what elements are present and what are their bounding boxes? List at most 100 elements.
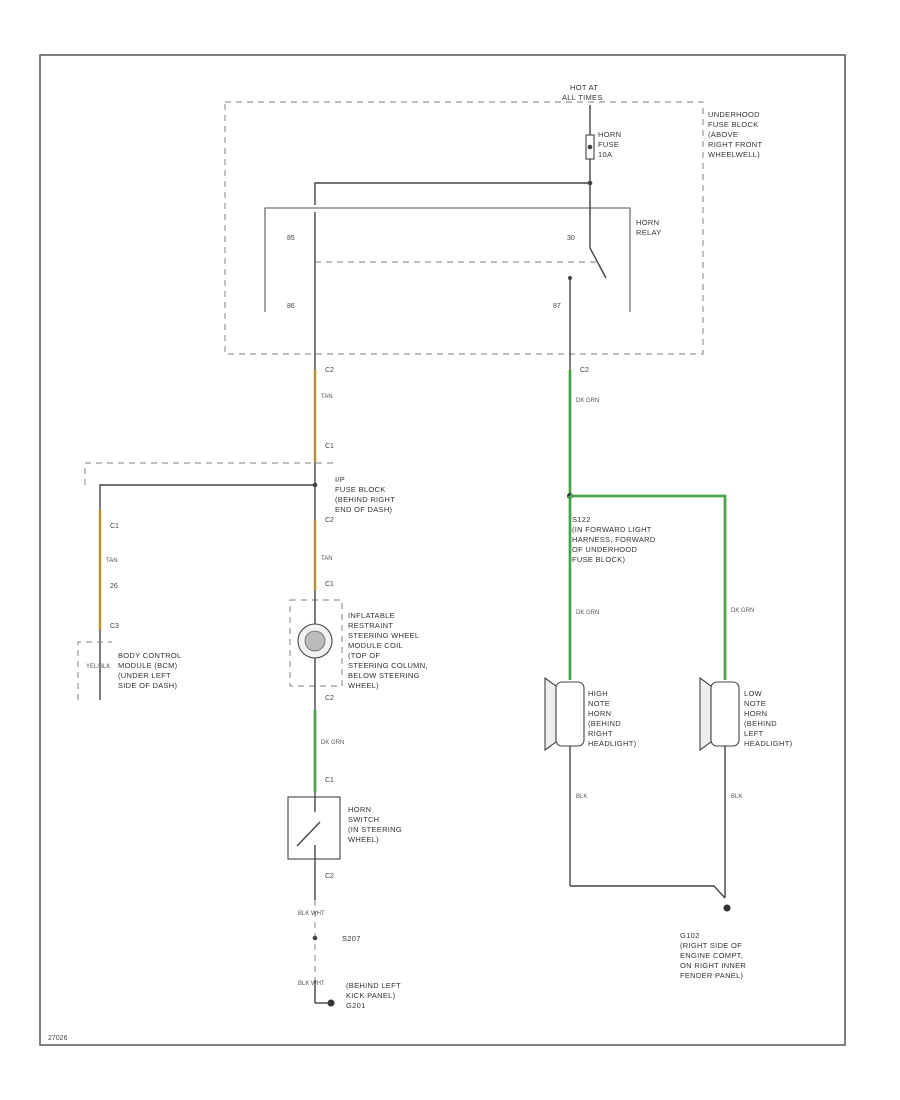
svg-text:RESTRAINT: RESTRAINT — [348, 621, 393, 630]
svg-text:INFLATABLE: INFLATABLE — [348, 611, 395, 620]
svg-text:(BEHIND LEFT: (BEHIND LEFT — [346, 981, 401, 990]
bcm-connector-c3: C3 — [110, 623, 119, 630]
svg-text:RIGHT FRONT: RIGHT FRONT — [708, 140, 763, 149]
svg-text:HORN: HORN — [348, 805, 371, 814]
svg-text:ENGINE COMPT,: ENGINE COMPT, — [680, 951, 743, 960]
svg-text:HORN: HORN — [636, 218, 659, 227]
horn-switch-contact — [296, 821, 321, 847]
g102-ground-wire — [570, 885, 726, 899]
clockspring-core — [304, 630, 326, 652]
relay-85-feed-wire — [314, 182, 590, 205]
svg-text:ON RIGHT INNER: ON RIGHT INNER — [680, 961, 746, 970]
relay-pin-30: 30 — [567, 235, 575, 242]
relay-pin-86: 86 — [287, 303, 295, 310]
high-note-horn-label: HIGH NOTE HORN (BEHIND RIGHT HEADLIGHT) — [588, 689, 637, 748]
svg-text:(BEHIND: (BEHIND — [744, 719, 777, 728]
wire-label-ylw-blk: YEL/BLK — [86, 664, 110, 670]
dk-grn-wire-low-horn-core — [570, 495, 726, 680]
svg-text:(TOP OF: (TOP OF — [348, 651, 380, 660]
bcm-pin-26: 26 — [110, 583, 118, 590]
switch-connector-c2: C2 — [325, 873, 334, 880]
ip-fuse-block-boundary — [84, 462, 338, 485]
svg-text:WHEEL): WHEEL) — [348, 681, 379, 690]
body-control-module-label: BODY CONTROL MODULE (BCM) (UNDER LEFT SI… — [118, 651, 181, 690]
horn-fuse-label: HORN FUSE 10A — [598, 130, 621, 159]
underhood-fuse-block-label: UNDERHOOD FUSE BLOCK (ABOVE RIGHT FRONT … — [708, 110, 763, 159]
wire-label-blk-wht-1: BLK WHT — [298, 911, 325, 917]
svg-text:LOW: LOW — [744, 689, 763, 698]
svg-text:(BEHIND: (BEHIND — [588, 719, 621, 728]
svg-text:(RIGHT SIDE OF: (RIGHT SIDE OF — [680, 941, 742, 950]
svg-text:STEERING COLUMN,: STEERING COLUMN, — [348, 661, 428, 670]
svg-text:HARNESS, FORWARD: HARNESS, FORWARD — [572, 535, 656, 544]
relay-switch-contact — [589, 247, 607, 279]
svg-text:HORN: HORN — [744, 709, 767, 718]
svg-text:G102: G102 — [680, 931, 700, 940]
svg-text:HIGH: HIGH — [588, 689, 608, 698]
svg-text:OF UNDERHOOD: OF UNDERHOOD — [572, 545, 638, 554]
low-note-horn-body — [710, 681, 740, 747]
svg-text:HORN: HORN — [598, 130, 621, 139]
connector-c2-left: C2 — [325, 367, 334, 374]
inflatable-restraint-boundary — [289, 599, 343, 687]
coil-connector-c1: C1 — [325, 581, 334, 588]
svg-text:SWITCH: SWITCH — [348, 815, 379, 824]
svg-text:I/P: I/P — [335, 475, 345, 484]
diagram-frame — [39, 54, 846, 1046]
connector-c2-right: C2 — [580, 367, 589, 374]
svg-text:WHEELWELL): WHEELWELL) — [708, 150, 760, 159]
svg-text:RIGHT: RIGHT — [588, 729, 613, 738]
svg-text:END OF DASH): END OF DASH) — [335, 505, 393, 514]
diagram-code: 27026 — [48, 1035, 68, 1042]
svg-text:SIDE OF DASH): SIDE OF DASH) — [118, 681, 178, 690]
svg-text:FUSE BLOCK: FUSE BLOCK — [708, 120, 759, 129]
svg-text:FUSE BLOCK: FUSE BLOCK — [335, 485, 386, 494]
svg-text:BODY CONTROL: BODY CONTROL — [118, 651, 181, 660]
svg-text:HEADLIGHT): HEADLIGHT) — [588, 739, 637, 748]
svg-text:ALL TIMES: ALL TIMES — [562, 93, 603, 102]
relay-pin-85: 85 — [287, 235, 295, 242]
high-note-horn-body — [555, 681, 585, 747]
ip-connector-c2: C2 — [325, 517, 334, 524]
svg-text:WHEEL): WHEEL) — [348, 835, 379, 844]
low-note-horn-label: LOW NOTE HORN (BEHIND LEFT HEADLIGHT) — [744, 689, 792, 748]
underhood-fuse-block-boundary — [224, 101, 704, 355]
dk-grn-wire-low-horn — [570, 494, 727, 680]
wire-label-dkgrn-1: DK GRN — [576, 398, 599, 404]
svg-text:(IN FORWARD LIGHT: (IN FORWARD LIGHT — [572, 525, 652, 534]
g102-ground-icon — [723, 904, 731, 912]
svg-text:LEFT: LEFT — [744, 729, 764, 738]
svg-text:MODULE COIL: MODULE COIL — [348, 641, 403, 650]
splice-s207-label: S207 — [342, 934, 361, 943]
horn-fuse-node — [587, 144, 593, 150]
svg-text:KICK PANEL): KICK PANEL) — [346, 991, 396, 1000]
wire-label-tan-2: TAN — [321, 556, 333, 562]
switch-connector-c1: C1 — [325, 777, 334, 784]
s207-splice-dot — [312, 935, 318, 941]
svg-text:FENDER PANEL): FENDER PANEL) — [680, 971, 744, 980]
ip-fuse-block-label: I/P FUSE BLOCK (BEHIND RIGHT END OF DASH… — [335, 475, 395, 514]
wire-label-dkgrn-4: DK GRN — [321, 740, 344, 746]
svg-text:RELAY: RELAY — [636, 228, 662, 237]
svg-text:S122: S122 — [572, 515, 591, 524]
svg-text:FUSE: FUSE — [598, 140, 619, 149]
svg-text:(BEHIND RIGHT: (BEHIND RIGHT — [335, 495, 395, 504]
wire-label-blk-1: BLK — [576, 794, 587, 800]
svg-text:NOTE: NOTE — [744, 699, 766, 708]
svg-text:(UNDER LEFT: (UNDER LEFT — [118, 671, 171, 680]
hot-at-all-times-label: HOT AT ALL TIMES — [562, 83, 603, 102]
horn-relay-boundary — [264, 207, 631, 312]
ground-g102-label: G102 (RIGHT SIDE OF ENGINE COMPT, ON RIG… — [680, 931, 746, 980]
svg-text:STEERING WHEEL: STEERING WHEEL — [348, 631, 419, 640]
svg-text:HOT AT: HOT AT — [570, 83, 598, 92]
bcm-branch-wire — [99, 484, 315, 510]
inflatable-restraint-label: INFLATABLE RESTRAINT STEERING WHEEL MODU… — [348, 611, 428, 690]
svg-text:10A: 10A — [598, 150, 612, 159]
horn-switch-box — [287, 796, 341, 860]
bcm-connector-c1: C1 — [110, 523, 119, 530]
svg-text:(ABOVE: (ABOVE — [708, 130, 738, 139]
coil-connector-c2: C2 — [325, 695, 334, 702]
high-note-horn-icon — [544, 676, 557, 752]
wire-label-tan-3: TAN — [106, 558, 118, 564]
